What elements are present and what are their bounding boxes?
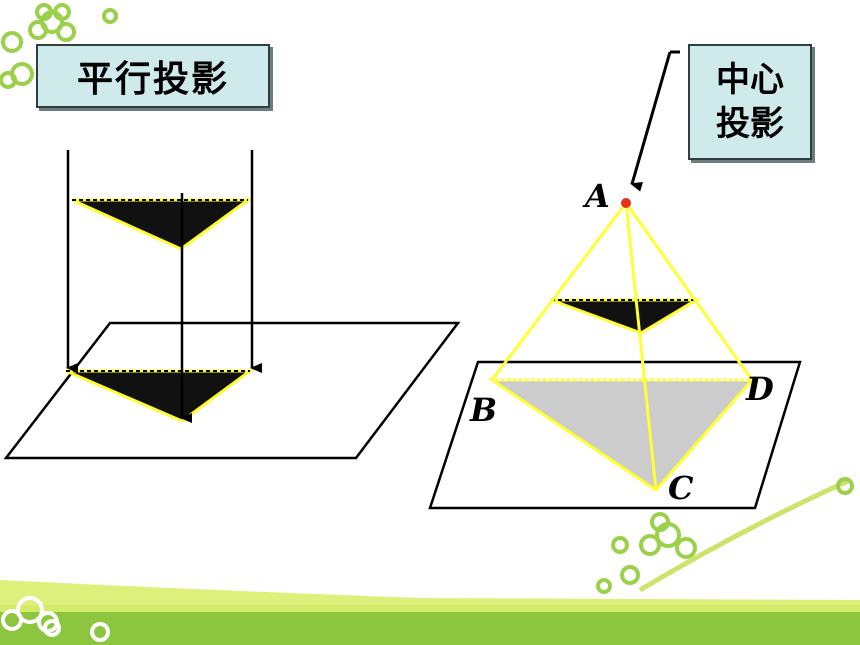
central-projection-diagram — [428, 50, 802, 510]
point-label-A: A — [585, 177, 610, 215]
central-projection-label: 中心 投影 — [688, 44, 812, 160]
parallel-projection-label: 平行投影 — [36, 44, 270, 108]
parallel-plane — [3, 321, 461, 460]
flower-cluster-bottom-left-icon — [1, 596, 110, 642]
central-label-pointer-shaft — [630, 51, 672, 192]
point-A-marker — [621, 198, 631, 208]
decorative-background — [0, 3, 860, 645]
point-label-B: B — [470, 391, 498, 429]
central-projection-text-line2: 投影 — [716, 104, 784, 144]
parallel-projection-diagram — [3, 150, 461, 460]
central-projection-text-line1: 中心 — [716, 60, 784, 100]
point-label-D: D — [746, 370, 774, 408]
flower-cluster-bottom-right-icon — [596, 477, 854, 594]
central-object-triangle — [550, 298, 702, 335]
parallel-projection-text: 平行投影 — [76, 59, 229, 100]
point-label-C: C — [668, 469, 694, 507]
swoosh-stem — [638, 477, 852, 593]
central-shadow-triangle-BCD — [487, 378, 756, 492]
flower-cluster-top-left-icon — [0, 3, 118, 89]
ray-A-to-C — [624, 202, 658, 491]
parallel-object-triangle — [71, 198, 253, 251]
bottom-lime-swoosh — [0, 580, 860, 612]
ray-A-to-D — [624, 202, 754, 381]
ray-A-to-B — [490, 202, 628, 381]
